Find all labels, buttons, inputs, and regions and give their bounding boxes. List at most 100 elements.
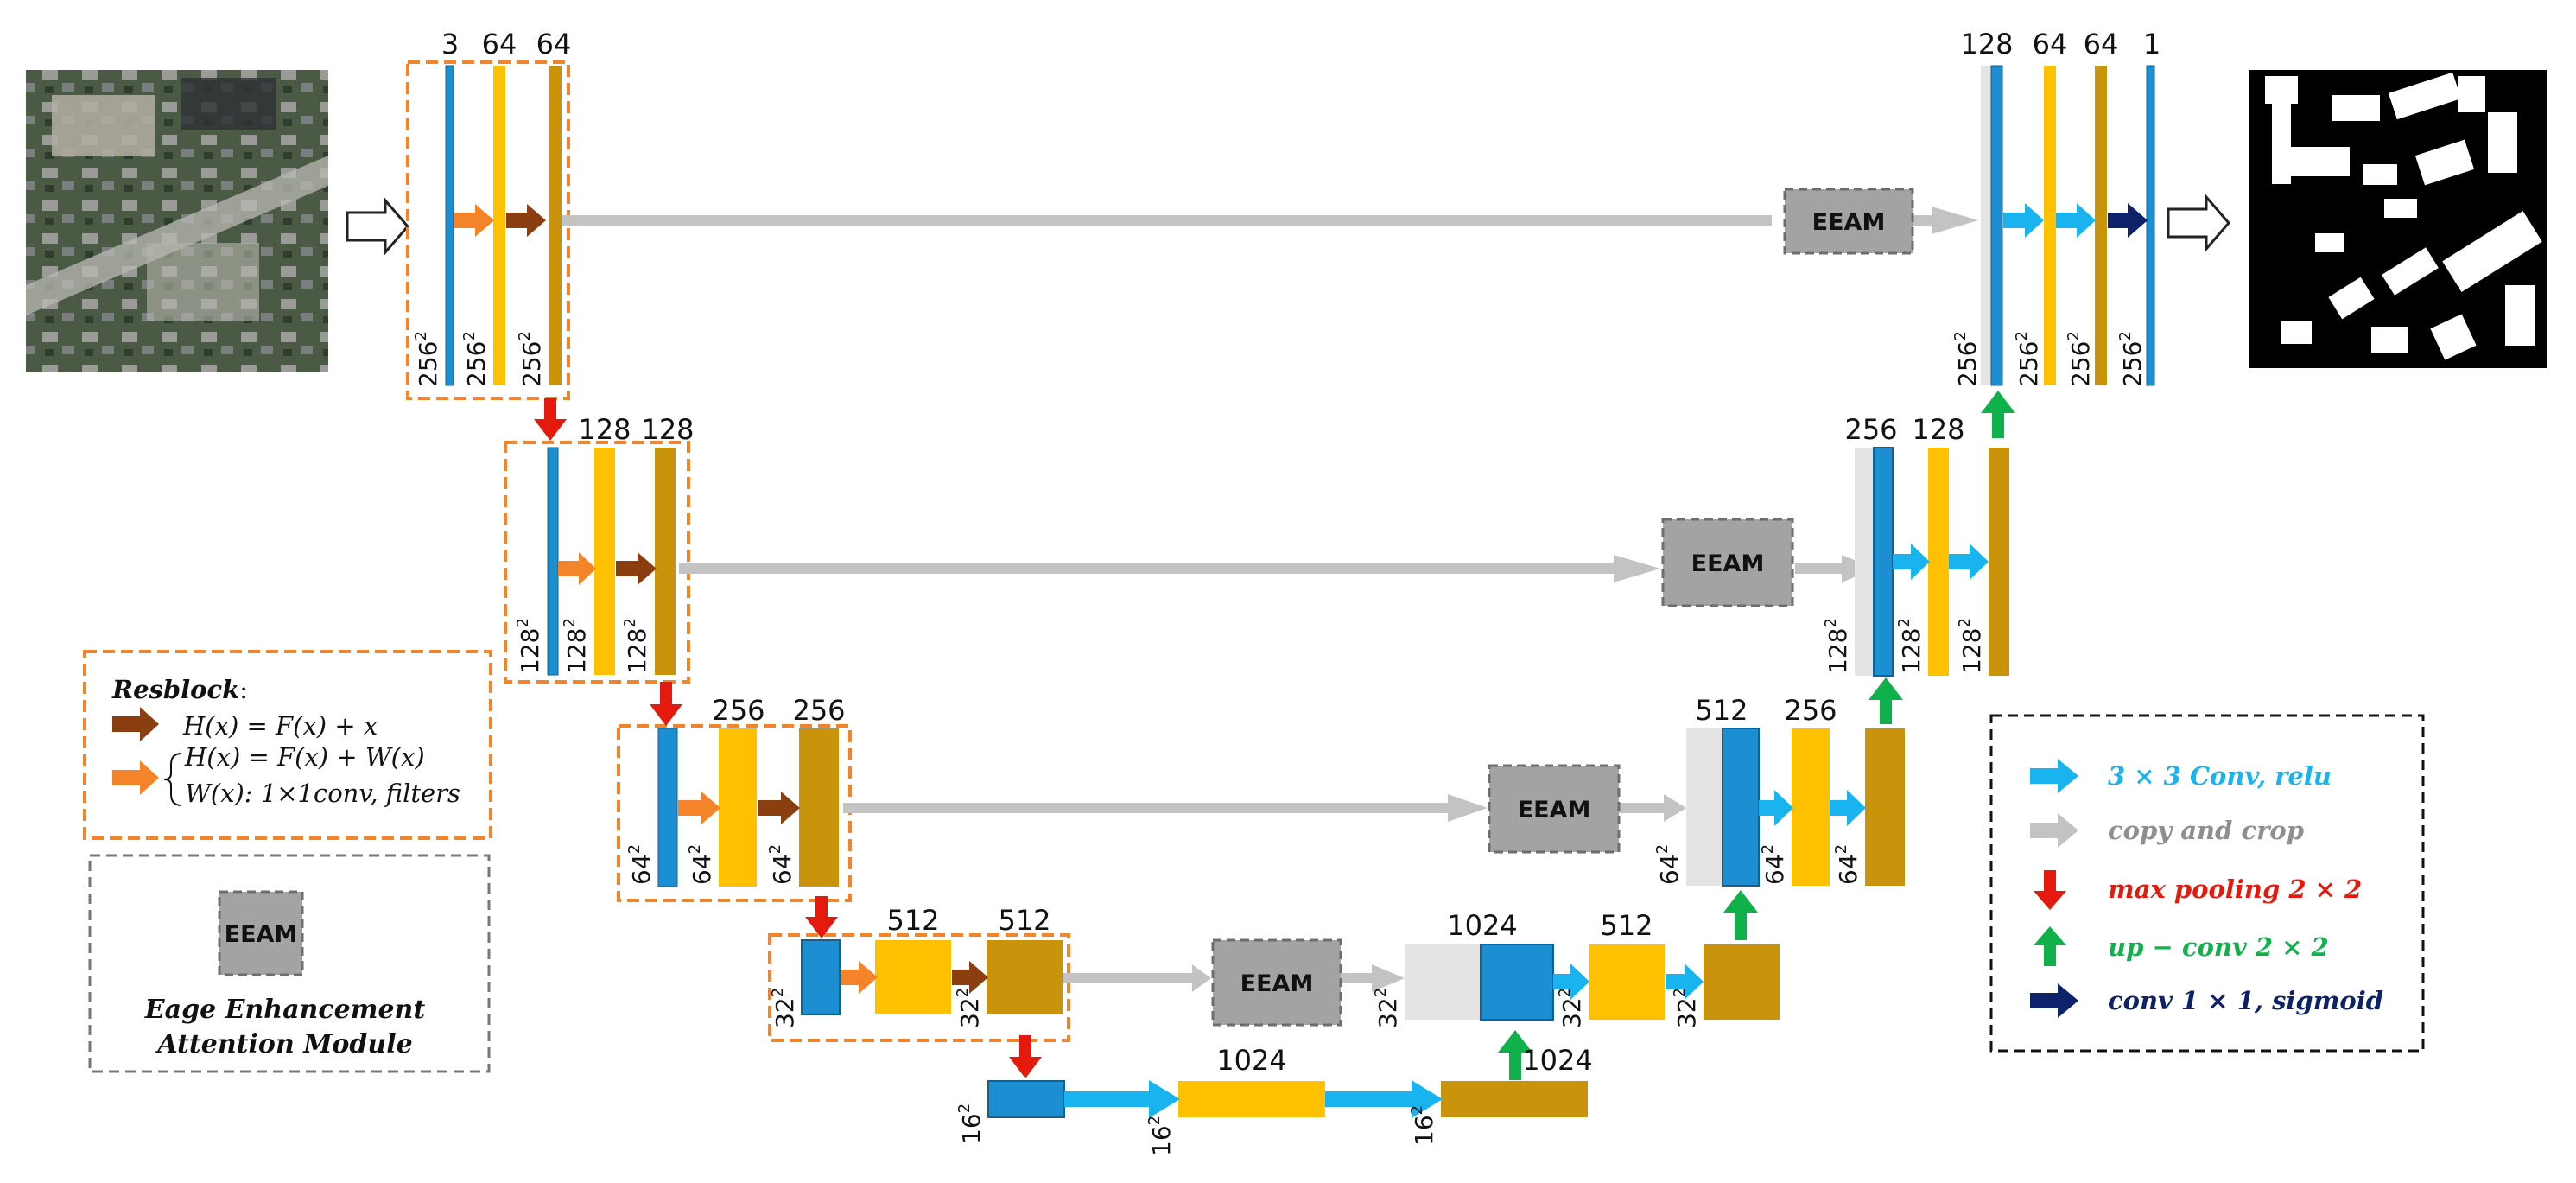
eeam-box-3: EEAM	[1488, 764, 1621, 854]
svg-text:EEAM: EEAM	[1812, 209, 1886, 236]
resblock-legend: Resblock: H(x) = F(x) + x H(x) = F(x) + …	[83, 650, 492, 840]
feature-map-enc1-res	[549, 66, 562, 385]
channel-label-enc4-conv: 512	[886, 904, 939, 937]
feature-map-enc3-conv	[719, 728, 757, 887]
feature-map-enc1-input	[445, 65, 454, 386]
resolution-label-dec4-conv1: 322	[1556, 988, 1586, 1028]
projection-formula: H(x) = F(x) + W(x)	[184, 742, 425, 772]
resolution-label-dec4-conv2: 322	[1671, 988, 1701, 1028]
feature-map-enc2-input	[547, 447, 559, 676]
resolution-label-enc2-res: 1282	[621, 618, 651, 674]
svg-text:EEAM: EEAM	[1691, 550, 1765, 577]
channel-label-enc1-input: 3	[441, 28, 459, 60]
resolution-label-dec3-conv1: 642	[1759, 844, 1789, 885]
channel-label-dec2-up: 256	[1844, 413, 1897, 446]
feature-map-dec4-copy	[1405, 944, 1481, 1020]
resolution-label-dec1-copy: 2562	[1951, 331, 1982, 387]
legend-label: 3 × 3 Conv, relu	[2108, 761, 2332, 791]
channel-label-enc1-res: 64	[536, 28, 572, 60]
resolution-label-dec4-copy: 322	[1372, 988, 1402, 1028]
output-arrow-icon	[2167, 193, 2230, 253]
resolution-label-enc4-input: 322	[769, 988, 799, 1028]
resblock-frame-enc4	[768, 933, 1070, 1042]
conv-relu-arrows	[1064, 203, 2096, 1118]
eeam-legend-caption-line1: Eage Enhancement	[144, 995, 426, 1025]
feature-map-dec2-conv1	[1928, 448, 1949, 676]
channel-label-dec3-up: 512	[1695, 694, 1748, 727]
resolution-label-enc3-conv: 642	[686, 844, 716, 885]
legend-label: max pooling 2 × 2	[2108, 875, 2362, 904]
resblock-projection-arrows	[454, 204, 878, 994]
feature-map-enc4-input	[801, 939, 841, 1015]
resolution-label-dec1-conv1: 2562	[2013, 331, 2043, 387]
skip-connection-3	[843, 794, 1686, 822]
eeam-legend-box-label: EEAM	[225, 921, 298, 948]
output-segmentation-mask	[2249, 70, 2547, 368]
max-pooling-arrows	[534, 398, 1042, 1078]
feature-map-dec4-conv1	[1589, 944, 1665, 1020]
resolution-label-enc3-input: 642	[625, 844, 656, 885]
resolution-label-enc1-res: 2562	[516, 331, 546, 387]
identity-formula: H(x) = F(x) + x	[182, 711, 378, 741]
feature-map-enc2-res	[655, 448, 676, 675]
resolution-label-dec2-copy: 1282	[1822, 618, 1852, 674]
resolution-label-bottleneck-conv2: 162	[1408, 1105, 1438, 1146]
channel-label-enc3-res: 256	[792, 694, 845, 727]
resolution-label-enc2-conv: 1282	[561, 618, 591, 674]
resblock-identity-arrows	[506, 204, 988, 994]
resolution-label-enc3-res: 642	[766, 844, 796, 885]
feature-map-dec2-copy	[1855, 448, 1874, 676]
resolution-label-enc1-conv: 2562	[460, 331, 491, 387]
eeam-legend: EEAM Eage Enhancement Attention Module	[88, 854, 491, 1073]
feature-map-dec1-conv2	[2095, 66, 2107, 385]
feature-map-enc1-conv	[493, 66, 505, 385]
channel-label-dec1-conv2: 64	[2084, 28, 2119, 60]
channel-label-enc2-res: 128	[641, 413, 694, 446]
channel-label-dec4-conv1: 512	[1600, 909, 1653, 942]
channel-labels: 3 64 64 128 128 256 256 512 512 1024 102…	[441, 28, 2160, 1077]
input-arrow-icon	[346, 196, 409, 257]
resolution-label-dec1-conv2: 2562	[2065, 331, 2095, 387]
skip-connection-4	[1062, 964, 1405, 992]
resblock-legend-title: Resblock:	[111, 675, 248, 704]
resolution-label-enc2-input: 1282	[514, 618, 544, 674]
feature-map-dec3-up	[1722, 728, 1760, 887]
resblock-frame-enc2	[504, 441, 690, 684]
input-aerial-image	[26, 70, 328, 372]
feature-map-dec1-output	[2146, 65, 2155, 386]
legend-label: up − conv 2 × 2	[2108, 932, 2329, 962]
legend-arrow-down-icon	[2034, 870, 2066, 910]
up-conv-arrows	[1498, 391, 2015, 1080]
feature-map-dec2-up	[1873, 447, 1894, 677]
feature-map-enc3-input	[657, 728, 678, 887]
channel-label-dec1-conv1: 64	[2033, 28, 2068, 60]
eeam-legend-caption-line2: Attention Module	[155, 1029, 412, 1059]
feature-map-dec4-conv2	[1704, 944, 1780, 1020]
projection-arrow-icon	[112, 760, 159, 795]
feature-map-bottleneck-input	[987, 1080, 1065, 1118]
resolution-label-dec2-conv1: 1282	[1895, 618, 1926, 674]
resolution-label-dec3-conv2: 642	[1832, 844, 1862, 885]
resolution-label-dec1-output: 2562	[2116, 331, 2147, 387]
channel-label-dec3-conv1: 256	[1784, 694, 1837, 727]
resolution-label-enc1-input: 2562	[412, 331, 442, 387]
feature-map-dec3-conv1	[1792, 728, 1830, 886]
feature-map-enc3-res	[799, 728, 839, 887]
channel-label-dec1-output: 1	[2143, 28, 2160, 60]
feature-map-dec1-conv1	[2044, 66, 2056, 385]
resolution-label-dec3-copy: 642	[1653, 844, 1684, 885]
feature-map-dec3-copy	[1686, 728, 1723, 886]
channel-label-enc1-conv: 64	[482, 28, 517, 60]
channel-label-dec4-up: 1024	[1447, 909, 1517, 942]
svg-text:EEAM: EEAM	[1518, 797, 1591, 824]
feature-map-dec1-up	[1990, 65, 2003, 386]
eeam-box-1: EEAM	[1783, 188, 1914, 255]
channel-label-enc4-res: 512	[998, 904, 1050, 937]
channel-label-bottleneck-conv1: 1024	[1216, 1044, 1286, 1077]
channel-label-enc3-conv: 256	[712, 694, 765, 727]
resolution-label-bottleneck-conv1: 162	[1145, 1116, 1176, 1156]
brace-icon	[163, 753, 182, 806]
legend-arrow-right-icon	[2030, 813, 2078, 848]
legend-label: conv 1 × 1, sigmoid	[2108, 986, 2383, 1015]
svg-text:EEAM: EEAM	[1240, 970, 1314, 997]
